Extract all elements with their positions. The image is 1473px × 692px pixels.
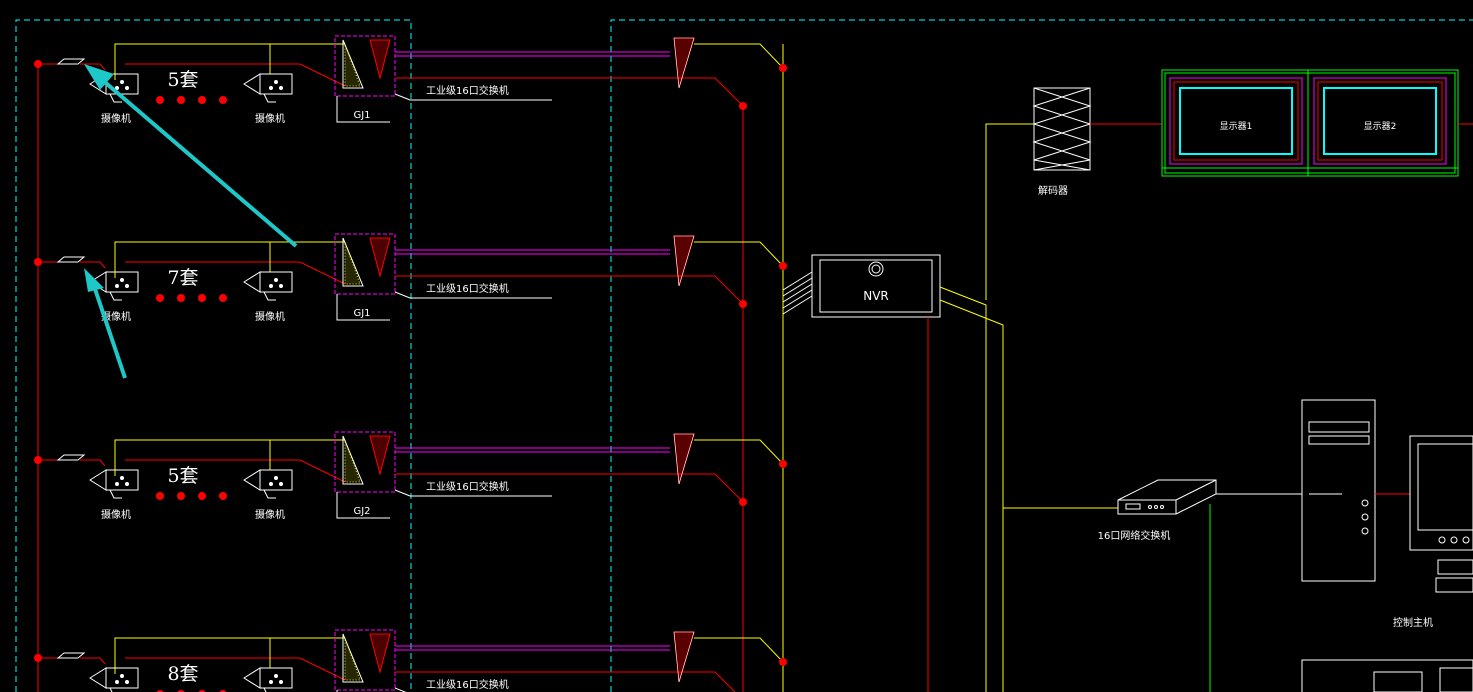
monitor-icon [1179, 87, 1293, 155]
monitor2-label: 显示器2 [1364, 121, 1397, 132]
switch-box[interactable]: GJ1 [334, 35, 396, 123]
camera-icon [243, 667, 293, 692]
control-host[interactable]: 控制主机 [1301, 399, 1473, 629]
network-switch-icon [1117, 479, 1217, 515]
switch-label: 工业级16口交换机 [426, 84, 509, 97]
camera-left[interactable]: 摄像机 [89, 73, 139, 125]
camera-label: 摄像机 [101, 112, 131, 125]
nvr-label: NVR [863, 289, 889, 303]
camera-icon [243, 469, 293, 499]
camera-left[interactable]: 摄像机 [89, 667, 139, 692]
switch-cone-icon [673, 631, 695, 683]
arrow-annotation-icon [84, 64, 298, 379]
camera-icon [243, 271, 293, 301]
camera-icon [89, 469, 139, 499]
console-device [1301, 659, 1473, 692]
decoder-label: 解码器 [1038, 184, 1068, 197]
network-switch-label: 16口网络交换机 [1098, 529, 1171, 542]
switch-cone-icon [673, 37, 695, 89]
monitor-wall: 显示器1 显示器2 [1161, 69, 1459, 177]
switch-cone-icon [342, 633, 391, 683]
camera-label: 摄像机 [255, 508, 285, 521]
monitor-icon [1409, 435, 1473, 593]
camera-group: 摄像机 摄像机 5套 GJ1 工业级16口交换机 [34, 35, 787, 125]
nvr-icon [868, 261, 884, 277]
switch-box[interactable] [334, 629, 396, 692]
switch-cone-icon [673, 235, 695, 287]
camera-label: 摄像机 [255, 112, 285, 125]
camera-left[interactable]: 摄像机 [89, 271, 139, 323]
computer-tower-icon [1301, 399, 1376, 582]
monitor-icon [1323, 87, 1437, 155]
camera-count-label: 7套 [167, 267, 198, 289]
camera-count-label: 5套 [167, 465, 198, 487]
camera-icon [89, 271, 139, 301]
switch-box[interactable]: GJ2 [334, 431, 396, 519]
zone-boundaries [15, 19, 1473, 692]
camera-right[interactable]: 摄像机 [243, 73, 293, 125]
camera-right[interactable]: 摄像机 [243, 667, 293, 692]
switch-label: 工业级16口交换机 [426, 282, 509, 295]
switch-box-label: GJ1 [353, 110, 370, 121]
monitor-2: 显示器2 [1323, 87, 1437, 155]
switch-box-label: GJ2 [353, 506, 370, 517]
camera-group: 摄像机 摄像机 5套 GJ2 工业级16口交换机 [34, 431, 787, 521]
camera-count-label: 5套 [167, 69, 198, 91]
network-switch[interactable]: 16口网络交换机 [1098, 479, 1217, 542]
camera-left[interactable]: 摄像机 [89, 469, 139, 521]
camera-count-label: 8套 [167, 663, 198, 685]
camera-label: 摄像机 [101, 508, 131, 521]
camera-right[interactable]: 摄像机 [243, 469, 293, 521]
switch-cone-icon [342, 39, 391, 89]
camera-icon [89, 667, 139, 692]
switch-label: 工业级16口交换机 [426, 678, 509, 691]
decoder-icon [1032, 87, 1092, 171]
camera-label: 摄像机 [101, 310, 131, 323]
control-host-label: 控制主机 [1393, 616, 1433, 629]
switch-cone-icon [342, 237, 391, 287]
switch-cone-icon [673, 433, 695, 485]
monitor1-label: 显示器1 [1220, 121, 1253, 132]
switch-cone-icon [342, 435, 391, 485]
switch-label: 工业级16口交换机 [426, 480, 509, 493]
camera-icon [243, 73, 293, 103]
camera-label: 摄像机 [255, 310, 285, 323]
nvr[interactable]: NVR [811, 254, 941, 318]
monitor-1: 显示器1 [1179, 87, 1293, 155]
switch-box-label: GJ1 [353, 308, 370, 319]
switch-box[interactable]: GJ1 [334, 233, 396, 321]
camera-right[interactable]: 摄像机 [243, 271, 293, 323]
camera-group: 摄像机 摄像机 7套 GJ1 工业级16口交换机 [34, 233, 787, 323]
decoder[interactable]: 解码器 [1032, 87, 1092, 197]
